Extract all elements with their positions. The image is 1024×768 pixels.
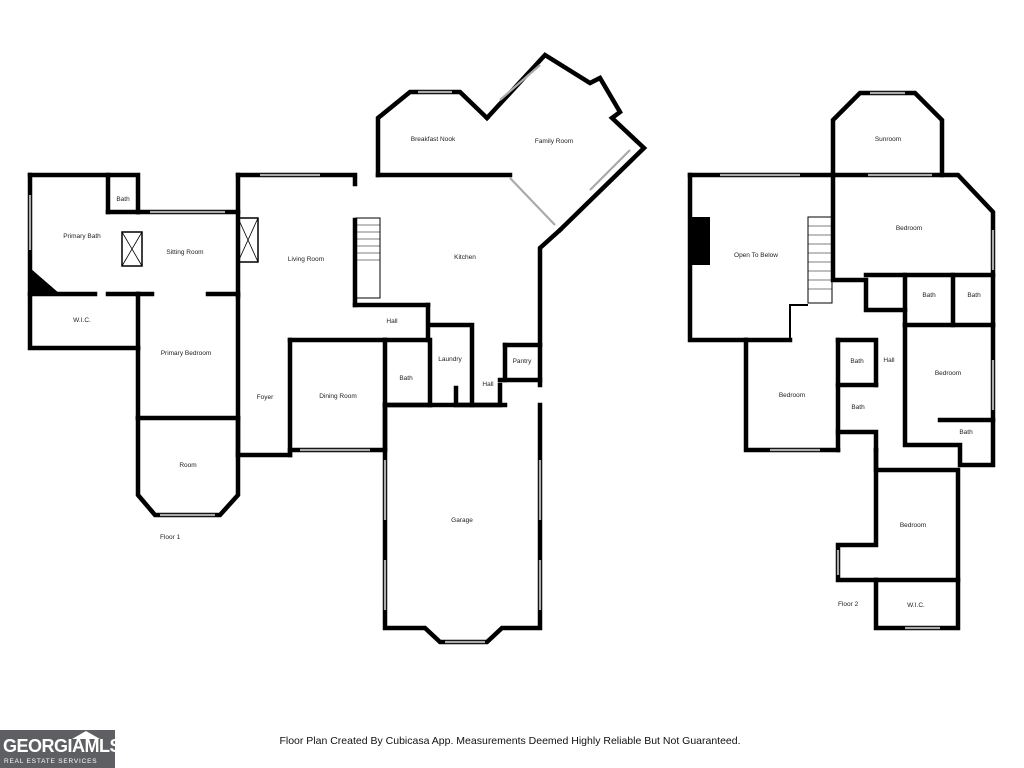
- room-label-room: Room: [179, 462, 196, 469]
- room-label-dining-room: Dining Room: [319, 393, 357, 400]
- room-label-sunroom: Sunroom: [875, 136, 901, 143]
- roof-icon: [72, 731, 100, 739]
- room-label-bedroom-top: Bedroom: [896, 225, 922, 232]
- room-label-hall-upper: Hall: [386, 318, 398, 325]
- room-label-bedroom-left: Bedroom: [779, 392, 805, 399]
- room-label-hall: Hall: [883, 357, 895, 364]
- floor-1-plan: [27, 52, 648, 645]
- room-label-sitting-room: Sitting Room: [166, 249, 203, 256]
- room-label-pantry: Pantry: [513, 358, 533, 365]
- room-label-bath-d: Bath: [851, 404, 865, 411]
- logo-text: GEORGIAMLS: [3, 736, 122, 756]
- room-label-primary-bath: Primary Bath: [63, 233, 101, 240]
- room-label-living-room: Living Room: [288, 256, 324, 263]
- floor-1-label: Floor 1: [160, 534, 181, 541]
- room-label-primary-bedroom: Primary Bedroom: [161, 350, 212, 357]
- room-label-foyer: Foyer: [257, 394, 274, 401]
- room-label-garage: Garage: [451, 517, 473, 524]
- room-label-family-room: Family Room: [535, 138, 573, 145]
- room-label-bedroom-bottom: Bedroom: [900, 522, 926, 529]
- room-label-bath-e: Bath: [959, 429, 973, 436]
- room-label-bath-small: Bath: [399, 375, 413, 382]
- georgia-mls-logo: GEORGIAMLS REAL ESTATE SERVICES: [0, 730, 122, 768]
- logo-subtext: REAL ESTATE SERVICES: [4, 758, 98, 765]
- room-label-wic-2: W.I.C.: [907, 602, 925, 609]
- room-label-open-to-below: Open To Below: [734, 252, 778, 259]
- room-label-hall-lower: Hall: [482, 381, 494, 388]
- floor-2-label: Floor 2: [838, 601, 859, 608]
- room-label-bath-c: Bath: [850, 358, 864, 365]
- room-label-bath-top: Bath: [116, 196, 130, 203]
- floor-plan-disclaimer: Floor Plan Created By Cubicasa App. Meas…: [279, 735, 741, 747]
- room-label-kitchen: Kitchen: [454, 254, 476, 261]
- floor-2-plan: [687, 90, 996, 631]
- room-label-wic: W.I.C.: [73, 317, 91, 324]
- room-label-laundry: Laundry: [438, 356, 462, 363]
- room-label-bedroom-right: Bedroom: [935, 370, 961, 377]
- room-label-bath-b: Bath: [967, 292, 981, 299]
- room-label-breakfast-nook: Breakfast Nook: [411, 136, 456, 143]
- room-label-bath-a: Bath: [922, 292, 936, 299]
